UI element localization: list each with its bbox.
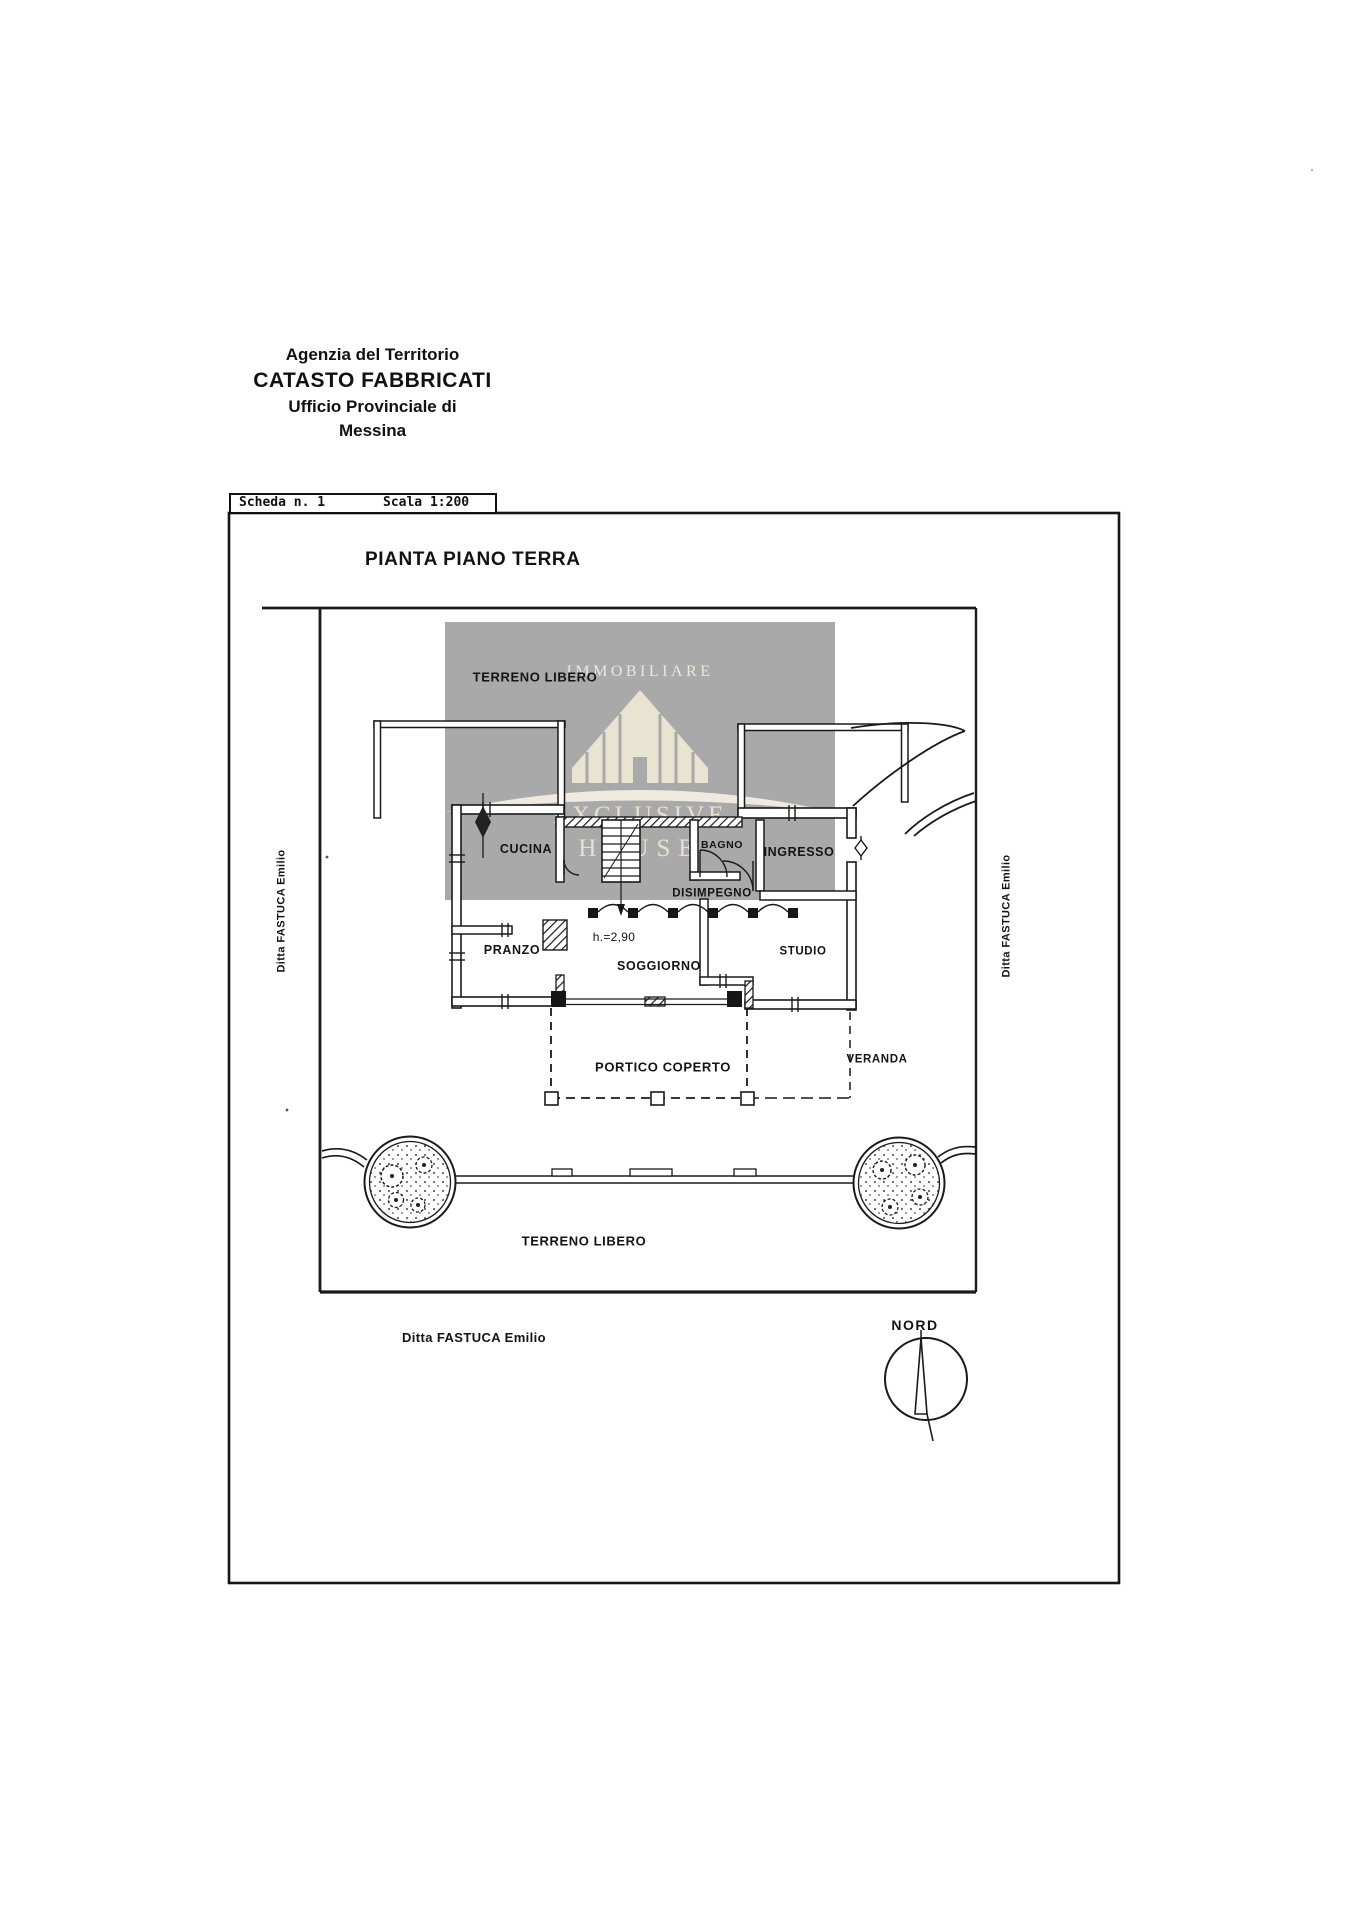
label-portico-coperto: PORTICO COPERTO xyxy=(595,1059,731,1075)
porch-pillar xyxy=(727,991,742,1007)
door-arcs xyxy=(563,849,754,892)
tree-planter-icon xyxy=(852,1136,946,1230)
office-city: Messina xyxy=(338,421,407,440)
sheet-scale: Scala 1:200 xyxy=(383,495,470,510)
wall-stub xyxy=(744,980,754,1009)
label-studio: STUDIO xyxy=(779,945,827,958)
label-height-note: h.=2,90 xyxy=(592,930,636,944)
owner-label-right: Ditta FASTUCA Emilio xyxy=(1000,854,1013,978)
label-disimpegno: DISIMPEGNO xyxy=(672,887,752,900)
driveway-curves xyxy=(850,722,977,837)
sheet-info-box: Scheda n. 1 Scala 1:200 xyxy=(229,493,497,514)
garden-fence xyxy=(456,1168,853,1184)
entry-door-icon xyxy=(854,836,868,860)
portico-outline xyxy=(544,1008,853,1106)
label-cucina: CUCINA xyxy=(499,841,553,856)
house-plan-ink xyxy=(285,168,1314,1230)
office-line: Ufficio Provinciale di xyxy=(288,397,457,416)
north-compass-icon xyxy=(884,1330,968,1442)
pillar xyxy=(542,919,568,951)
tree-planter-icon xyxy=(363,1135,457,1229)
agency-name: Agenzia del Territorio xyxy=(285,345,460,364)
building-skyline-icon xyxy=(572,690,708,783)
label-ingresso: INGRESSO xyxy=(763,844,835,859)
owner-label-bottom: Ditta FASTUCA Emilio xyxy=(402,1330,547,1345)
label-terreno-libero-top: TERRENO LIBERO xyxy=(472,669,598,685)
plan-title: PIANTA PIANO TERRA xyxy=(365,549,581,570)
label-veranda: VERANDA xyxy=(846,1053,908,1066)
label-soggiorno: SOGGIORNO xyxy=(617,958,701,973)
path-curves xyxy=(321,1145,976,1168)
scan-speck xyxy=(325,855,329,859)
label-terreno-libero-bottom: TERRENO LIBERO xyxy=(521,1233,647,1249)
wall-stub xyxy=(644,996,666,1007)
owner-label-left: Ditta FASTUCA Emilio xyxy=(275,849,288,973)
label-bagno: BAGNO xyxy=(700,838,744,851)
left-terrace-wing xyxy=(373,720,566,819)
plant-marker-icon xyxy=(475,793,491,858)
scan-speck xyxy=(1310,168,1314,172)
registry-title: CATASTO FABBRICATI xyxy=(253,369,492,392)
page-border xyxy=(227,511,1121,1585)
porch-pillar xyxy=(551,991,566,1007)
label-nord: NORD xyxy=(891,1317,939,1333)
plan-boundary xyxy=(262,606,978,1294)
document-header: Agenzia del Territorio CATASTO FABBRICAT… xyxy=(230,342,515,442)
watermark-brand-text: IMMOBILIARE xyxy=(567,663,714,680)
staircase xyxy=(601,819,641,916)
sheet-number: Scheda n. 1 xyxy=(239,495,326,510)
arched-colonnade xyxy=(588,903,798,918)
scan-speck xyxy=(285,1108,289,1112)
label-pranzo: PRANZO xyxy=(483,942,541,957)
logo-arc-swoosh xyxy=(445,790,833,812)
